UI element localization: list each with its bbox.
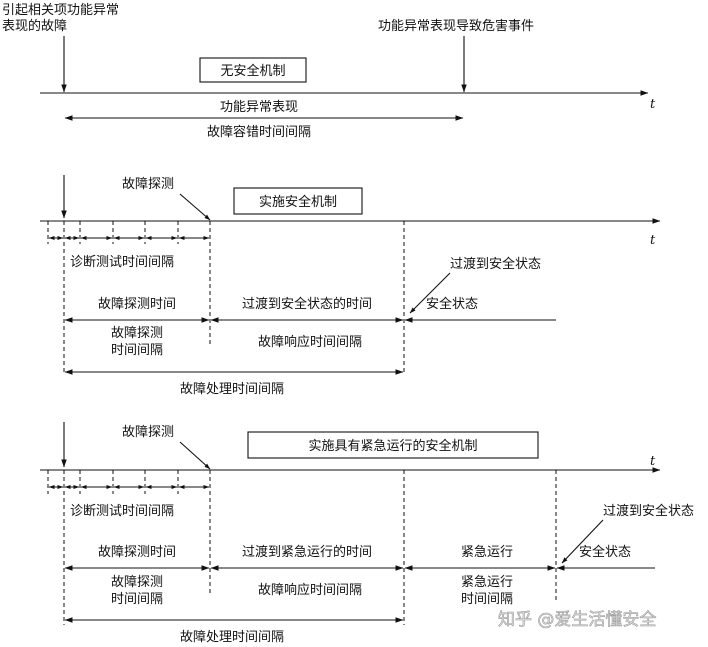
watermark: 知乎 @爱生活懂安全: [498, 610, 656, 630]
time-axis-symbol: t: [650, 233, 656, 248]
fault-cause-label-line1: 引起相关项功能异常: [2, 3, 119, 18]
fault-detection-label: 故障探测: [122, 425, 174, 440]
diagnostic-interval-label: 诊断测试时间间隔: [70, 504, 174, 519]
detection-interval-label-line2: 时间间隔: [111, 343, 163, 358]
detection-time-label: 故障探测时间: [98, 545, 176, 560]
emergency-operation-label: 紧急运行: [461, 545, 513, 560]
transition-time-label: 过渡到安全状态的时间: [242, 296, 372, 312]
detection-interval-label-line1: 故障探测: [111, 326, 163, 341]
hazard-event-label: 功能异常表现导致危害事件: [378, 18, 534, 34]
transition-time-label: 过渡到紧急运行的时间: [242, 544, 372, 560]
safe-state-label: 安全状态: [426, 296, 478, 312]
fault-detection-label: 故障探测: [122, 177, 174, 192]
transition-event-pointer: [409, 272, 451, 314]
handling-interval-label: 故障处理时间间隔: [180, 382, 284, 397]
transition-event-label: 过渡到安全状态: [603, 503, 694, 519]
safety-mechanism-box: [233, 187, 363, 215]
fault-detection-pointer: [179, 193, 211, 221]
reaction-interval-label: 故障响应时间间隔: [258, 582, 362, 598]
malfunction-label: 功能异常表现: [220, 100, 298, 115]
detection-interval-label-line2: 时间间隔: [111, 592, 163, 607]
safe-state-label: 安全状态: [579, 544, 631, 560]
time-axis-symbol: t: [650, 97, 656, 112]
no-safety-mechanism-label: 无安全机制: [220, 63, 285, 79]
diagnostic-ticks: [47, 221, 179, 244]
emergency-safety-mechanism-label: 实施具有紧急运行的安全机制: [308, 438, 477, 454]
diagnostic-ticks: [47, 470, 179, 494]
emergency-safety-mechanism-box: [247, 431, 539, 459]
safety-mechanism-label: 实施安全机制: [259, 194, 337, 210]
emergency-interval-label-line1: 紧急运行: [461, 575, 513, 590]
time-axis-symbol: t: [650, 454, 656, 469]
detection-interval-label-line1: 故障探测: [111, 575, 163, 590]
fault-cause-label-line2: 表现的故障: [2, 18, 67, 34]
emergency-interval-label-line2: 时间间隔: [461, 592, 513, 607]
diagnostic-interval-label: 诊断测试时间间隔: [70, 255, 174, 270]
transition-event-pointer: [561, 519, 604, 564]
fault-tolerant-interval-label: 故障容错时间间隔: [207, 124, 311, 140]
section-safety-mechanism: 故障探测 实施安全机制 t 诊断测试时间间隔 过渡到安全状态 故障探测时间: [40, 175, 661, 397]
section-emergency-safety-mechanism: 故障探测 实施具有紧急运行的安全机制 t 诊断测试时间间隔 过渡到安全状态: [40, 422, 694, 645]
no-safety-mechanism-box: [199, 57, 307, 83]
reaction-interval-label: 故障响应时间间隔: [258, 334, 362, 350]
handling-interval-label: 故障处理时间间隔: [180, 630, 284, 645]
detection-time-label: 故障探测时间: [98, 297, 176, 312]
fault-detection-pointer: [179, 441, 211, 470]
section-no-safety-mechanism: 引起相关项功能异常 表现的故障 功能异常表现导致危害事件 t 无安全机制 功能异…: [2, 3, 656, 140]
transition-event-label: 过渡到安全状态: [450, 256, 541, 272]
